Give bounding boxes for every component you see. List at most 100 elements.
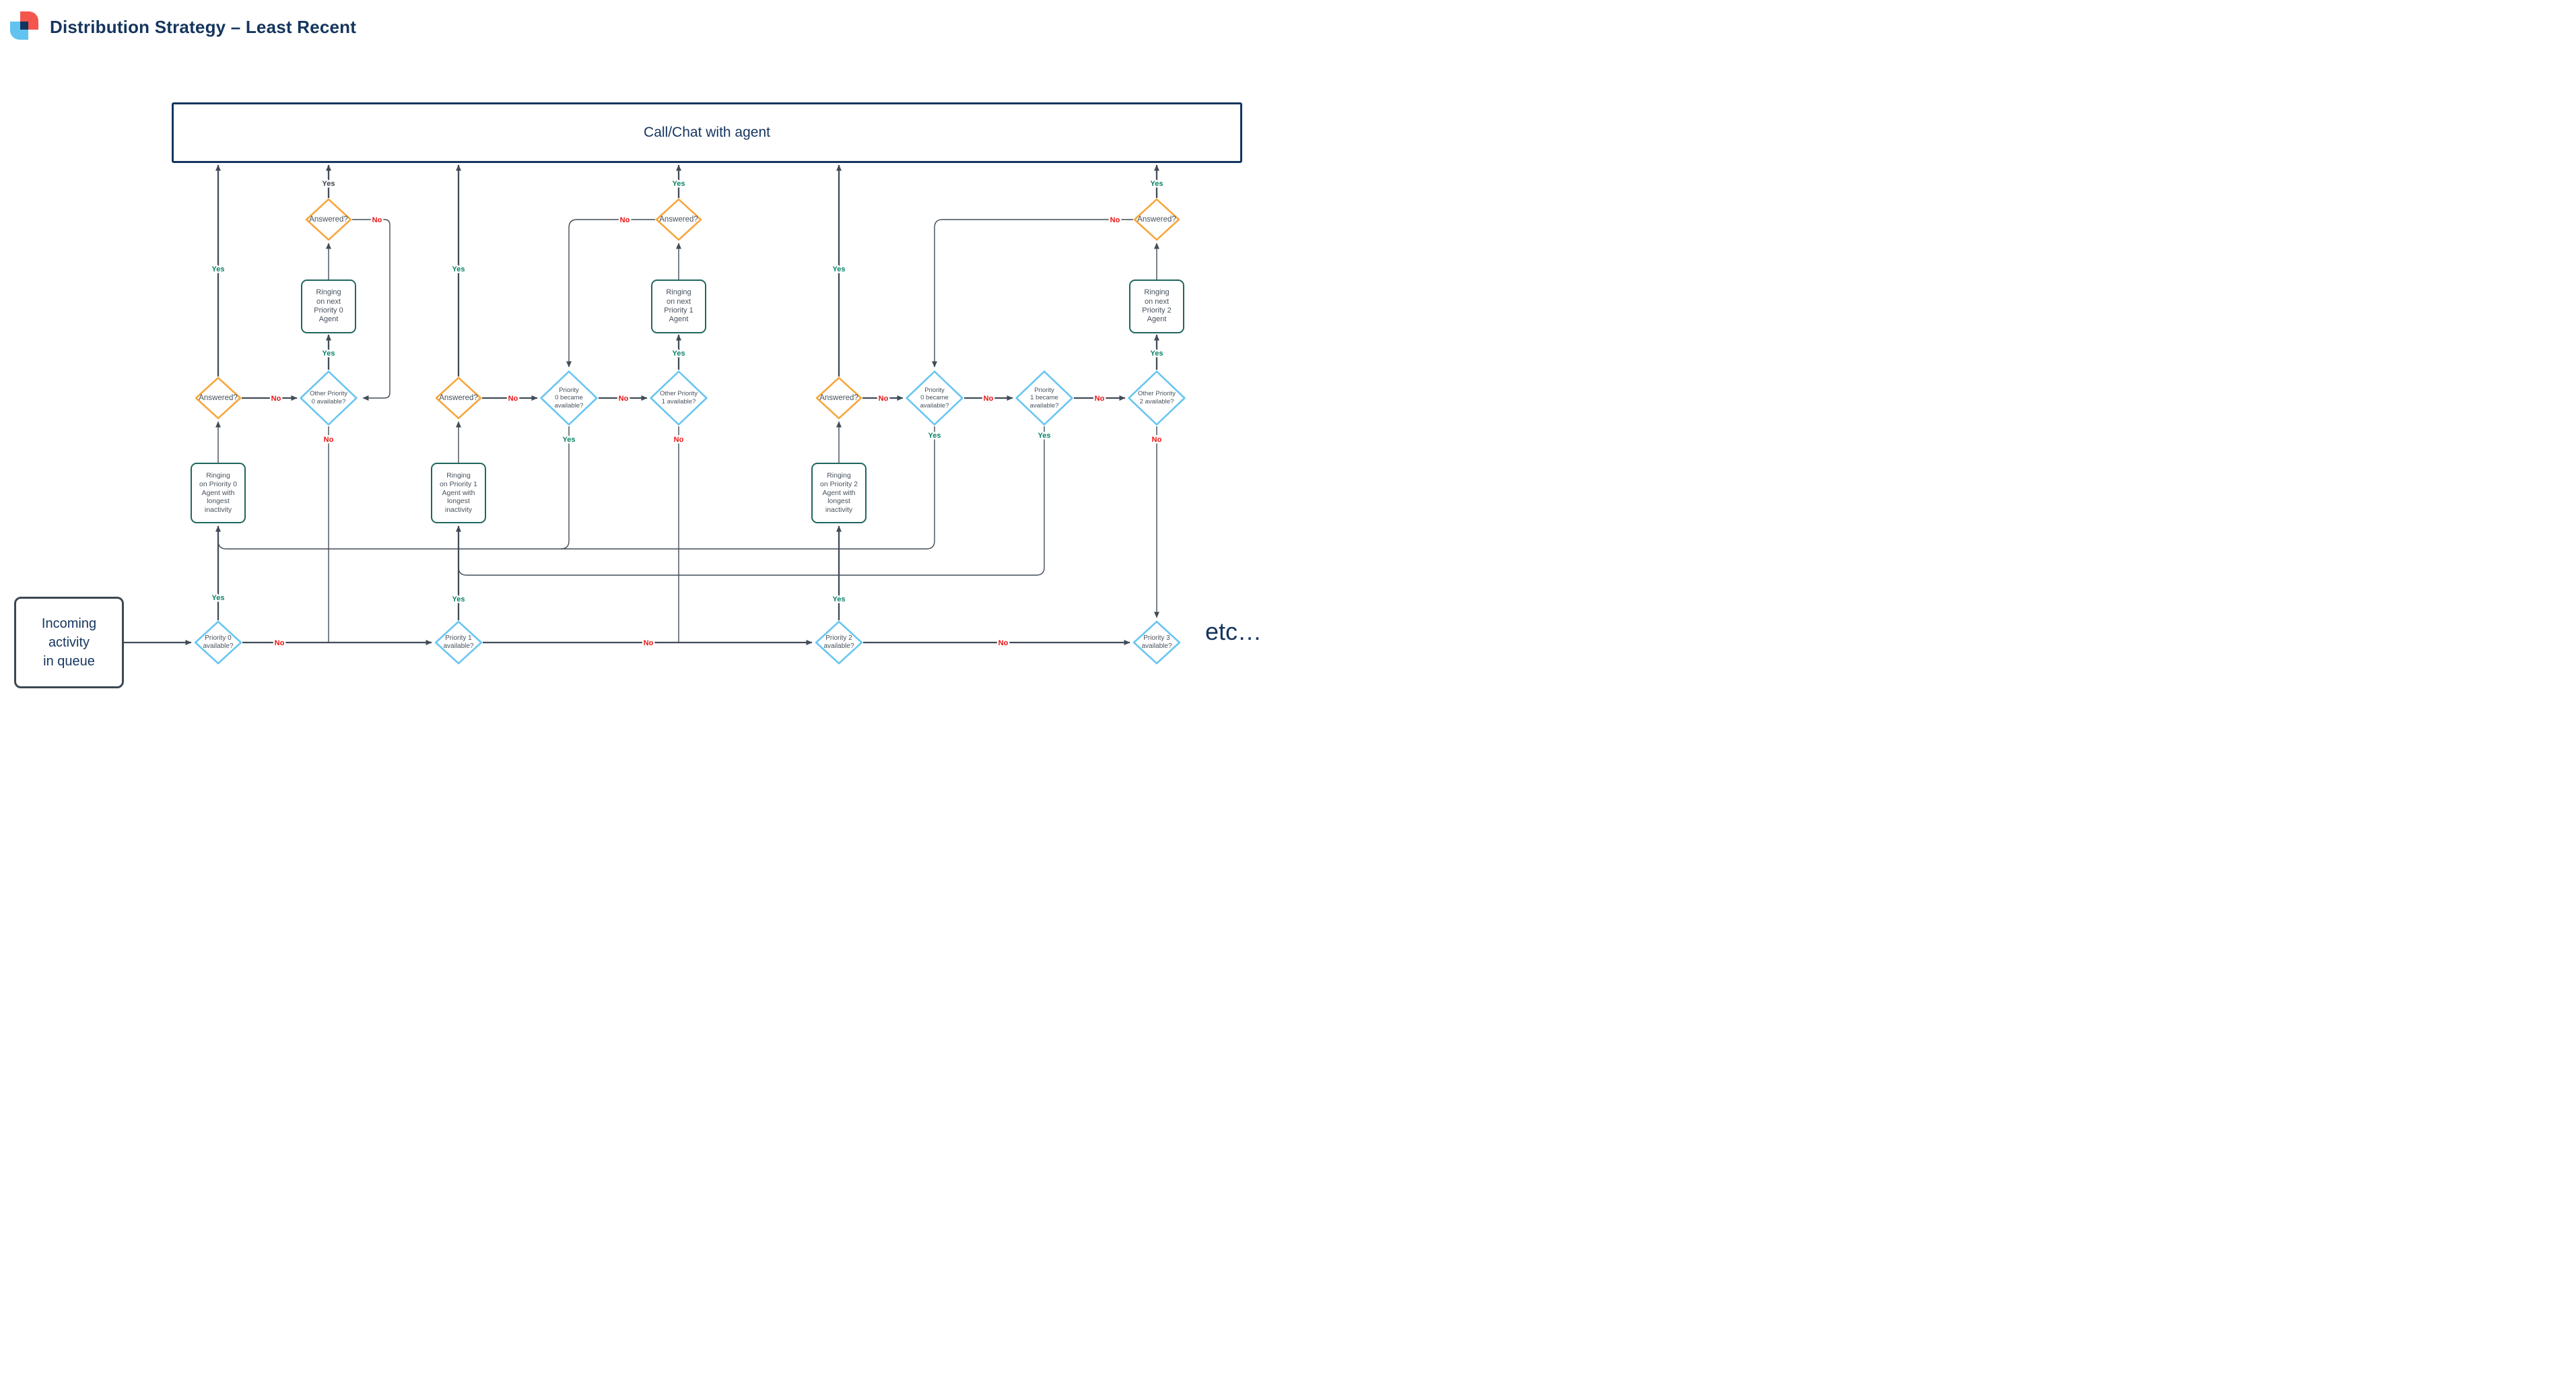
edge-label-yes: Yes: [673, 180, 685, 188]
node-label: Call/Chat with agent: [644, 125, 770, 141]
decision-answered-top2: Answered?: [1133, 198, 1180, 241]
diamond-shape: [1127, 370, 1186, 426]
decision-priority2-available: Priority 2 available?: [815, 620, 863, 665]
diamond-shape: [434, 620, 483, 665]
node-label: Priority 0 became available?: [920, 386, 949, 409]
node-label: Other Priority 2 available?: [1138, 390, 1176, 405]
edge-label-yes: Yes: [833, 595, 846, 603]
node-label: Priority 0 became available?: [554, 386, 584, 409]
diamond-shape: [815, 620, 863, 665]
decision-p0-became-available-a: Priority 0 became available?: [539, 370, 599, 426]
node-call-chat-with-agent: Call/Chat with agent: [172, 102, 1242, 163]
node-label: Answered?: [819, 393, 858, 402]
decision-other-priority1: Other Priority 1 available?: [649, 370, 708, 426]
node-label: Answered?: [309, 215, 348, 224]
edge-label-no: No: [674, 436, 684, 444]
node-ringing-next-p1: Ringing on next Priority 1 Agent: [651, 280, 706, 333]
node-ringing-p2-longest: Ringing on Priority 2 Agent with longest…: [811, 463, 867, 523]
edge-label-no: No: [620, 216, 630, 224]
edge-label-no: No: [619, 395, 629, 403]
edge-label-yes: Yes: [1151, 350, 1163, 358]
edge-label-yes: Yes: [673, 350, 685, 358]
node-ringing-p0-longest: Ringing on Priority 0 Agent with longest…: [191, 463, 246, 523]
diamond-shape: [815, 376, 862, 420]
node-ringing-next-p0: Ringing on next Priority 0 Agent: [301, 280, 356, 333]
diamond-shape: [1133, 198, 1180, 241]
node-label: Priority 1 became available?: [1029, 386, 1059, 409]
node-incoming-activity: Incoming activity in queue: [14, 597, 124, 688]
decision-answered-col2: Answered?: [815, 376, 862, 420]
edge-label-no: No: [879, 395, 889, 403]
diamond-shape: [299, 370, 358, 426]
edge-return-priority1: [458, 426, 1045, 576]
decision-answered-col0: Answered?: [195, 376, 242, 420]
edge-label-yes: Yes: [212, 265, 225, 273]
edge-label-no: No: [1110, 216, 1120, 224]
node-label: Answered?: [439, 393, 478, 402]
app-logo-icon: [10, 11, 38, 40]
edge-label-no: No: [508, 395, 518, 403]
diamond-shape: [649, 370, 708, 426]
decision-p0-became-available-b: Priority 0 became available?: [905, 370, 964, 426]
edge-topanswered2-no-loop: [932, 219, 1133, 368]
edge-topanswered1-no-loop: [566, 219, 655, 368]
decision-other-priority0: Other Priority 0 available?: [299, 370, 358, 426]
node-label: Ringing on next Priority 0 Agent: [314, 288, 343, 324]
decision-priority0-available: Priority 0 available?: [194, 620, 242, 665]
edge-return-priority0-branch: [560, 426, 570, 550]
node-ringing-p1-longest: Ringing on Priority 1 Agent with longest…: [431, 463, 486, 523]
diamond-shape: [194, 620, 242, 665]
edge-label-no: No: [275, 639, 285, 647]
edge-label-no: No: [271, 395, 281, 403]
node-label: Answered?: [199, 393, 238, 402]
node-label: Ringing on Priority 1 Agent with longest…: [439, 471, 478, 515]
title-bar: Distribution Strategy – Least Recent: [0, 0, 1288, 61]
edge-label-yes: Yes: [212, 594, 225, 602]
edge-topanswered0-no-loop: [352, 219, 391, 401]
edge-label-no: No: [372, 216, 382, 224]
node-label: Ringing on Priority 2 Agent with longest…: [819, 471, 858, 515]
edge-label-yes: Yes: [833, 265, 846, 273]
diamond-shape: [435, 376, 482, 420]
decision-answered-top1: Answered?: [655, 198, 702, 241]
decision-priority1-available: Priority 1 available?: [434, 620, 483, 665]
edge-label-yes: Yes: [928, 432, 941, 440]
edge-label-yes: Yes: [323, 350, 335, 358]
node-label: Other Priority 1 available?: [660, 390, 698, 405]
node-label: Ringing on next Priority 1 Agent: [664, 288, 693, 324]
node-label: Answered?: [1137, 215, 1176, 224]
edge-label-yes: Yes: [563, 436, 576, 444]
node-label: Incoming activity in queue: [41, 616, 97, 669]
node-label: Answered?: [659, 215, 698, 224]
node-label: Other Priority 0 available?: [310, 390, 347, 405]
edge-label-yes: Yes: [452, 265, 465, 273]
diamond-shape: [195, 376, 242, 420]
diamond-shape: [905, 370, 964, 426]
edge-label-no: No: [998, 639, 1009, 647]
flowchart-canvas: Distribution Strategy – Least Recent: [0, 0, 1288, 690]
node-label: Ringing on Priority 0 Agent with longest…: [199, 471, 238, 515]
node-label: Ringing on next Priority 2 Agent: [1142, 288, 1172, 324]
edge-label-no: No: [644, 639, 654, 647]
decision-priority3-available: Priority 3 available?: [1132, 620, 1181, 665]
decision-other-priority2: Other Priority 2 available?: [1127, 370, 1186, 426]
diamond-shape: [1132, 620, 1181, 665]
node-label: Priority 3 available?: [1141, 634, 1172, 650]
diamond-shape: [655, 198, 702, 241]
connector-layer: Yes Yes Yes Yes Yes Yes Yes Yes Yes Yes …: [124, 164, 1165, 649]
page-title: Distribution Strategy – Least Recent: [50, 17, 357, 37]
etc-label: etc…: [1205, 618, 1262, 645]
edge-label-yes-dark: Yes: [323, 180, 335, 188]
edge-label-no: No: [1152, 436, 1162, 444]
diamond-shape: [539, 370, 599, 426]
node-label: Priority 1 available?: [443, 634, 474, 650]
node-ringing-next-p2: Ringing on next Priority 2 Agent: [1129, 280, 1184, 333]
edge-label-no: No: [324, 436, 334, 444]
edge-label-yes: Yes: [1038, 432, 1051, 440]
edge-label-no: No: [984, 395, 994, 403]
node-label: Priority 0 available?: [203, 634, 234, 650]
decision-answered-col1: Answered?: [435, 376, 482, 420]
decision-answered-top0: Answered?: [305, 198, 352, 241]
edge-return-priority0: [217, 426, 935, 550]
logo-navy-shape: [20, 22, 28, 30]
